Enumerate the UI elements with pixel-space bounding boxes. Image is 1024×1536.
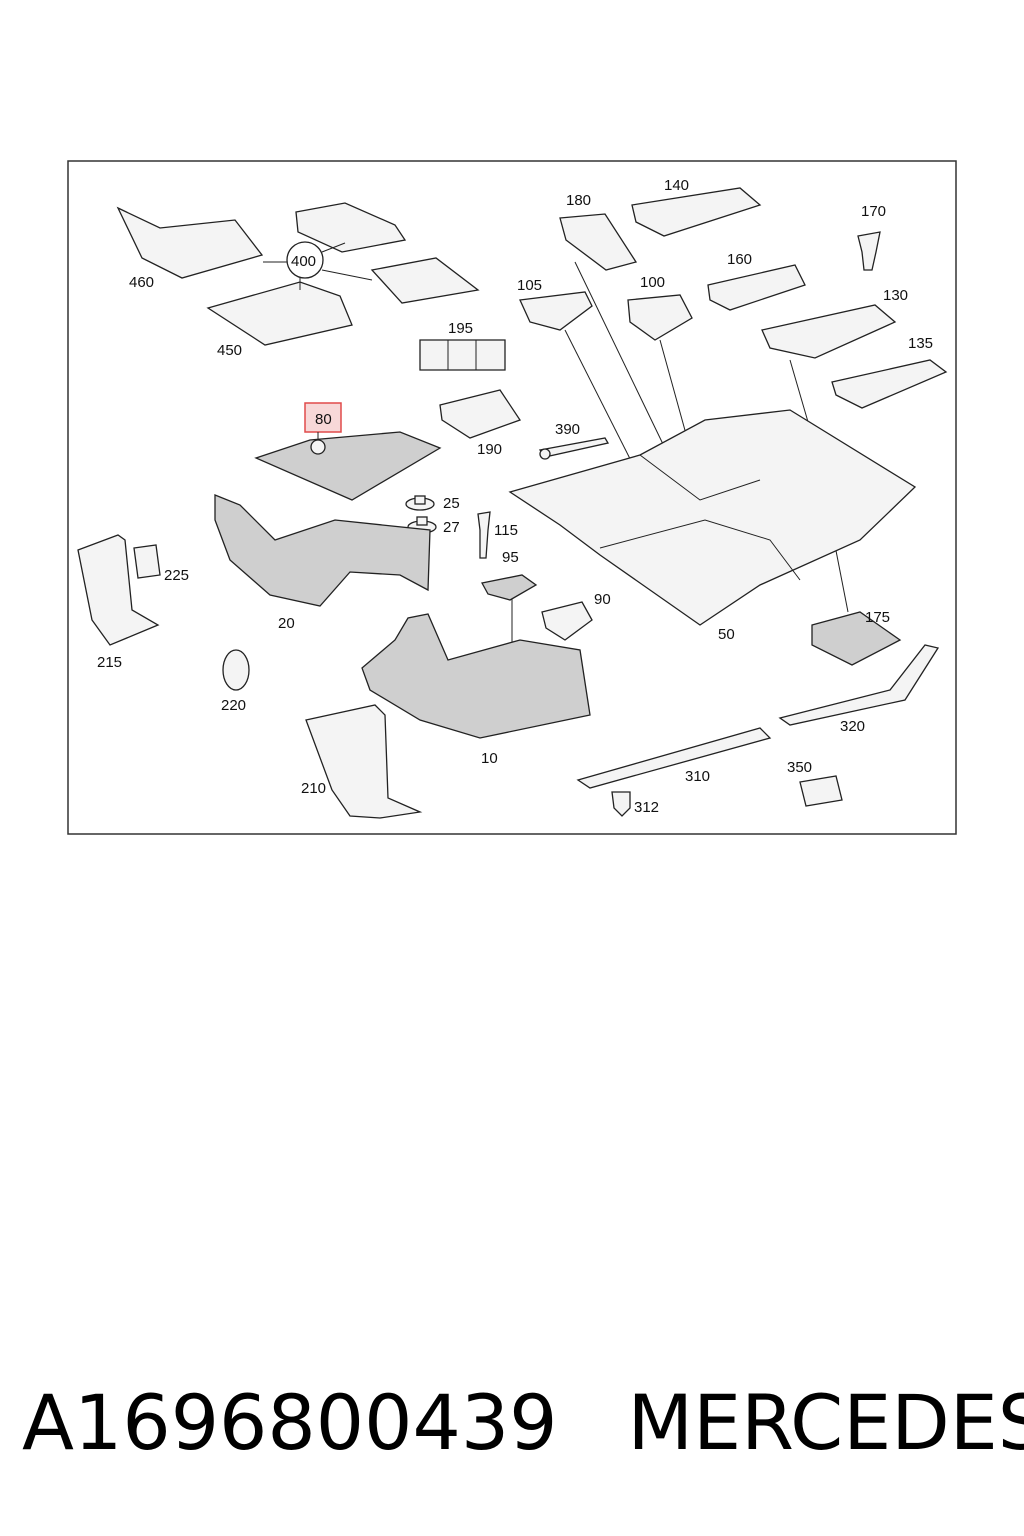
trunk-cover-group	[254, 402, 442, 501]
label-450: 450	[217, 342, 242, 359]
label-115: 115	[494, 522, 518, 539]
part-50-main-floor	[508, 409, 917, 626]
part-220-grommet	[222, 649, 250, 691]
label-10: 10	[481, 750, 498, 767]
label-190: 190	[477, 441, 502, 458]
label-320: 320	[840, 718, 865, 735]
part-number: A1696800439	[22, 1378, 558, 1467]
part-175-box	[811, 611, 902, 666]
part-20-trunk-tub	[214, 494, 431, 607]
label-310: 310	[685, 768, 710, 785]
sill-strips	[576, 644, 940, 817]
label-25: 25	[443, 495, 460, 512]
label-80: 80	[315, 411, 332, 428]
part-130-tray	[761, 304, 897, 359]
part-135-tray	[831, 359, 948, 409]
label-140: 140	[664, 177, 689, 194]
callout-labels: 460 400 450 180 140 170 105 100 160 130 …	[97, 177, 933, 816]
label-160: 160	[727, 251, 752, 268]
part-170-clip	[857, 231, 881, 271]
label-225: 225	[164, 567, 189, 584]
part-10-front-floor	[361, 613, 591, 739]
floor-mats	[116, 202, 480, 346]
label-20: 20	[278, 615, 295, 632]
part-95-holder	[481, 574, 538, 601]
part-350-bracket	[799, 775, 843, 807]
part-210-trim	[305, 704, 423, 819]
label-105: 105	[517, 277, 542, 294]
label-210: 210	[301, 780, 326, 797]
label-180: 180	[566, 192, 591, 209]
parts-diagram: 460 400 450 180 140 170 105 100 160 130 …	[67, 160, 957, 835]
callout-circle-400	[286, 241, 324, 279]
part-80-cover	[254, 431, 442, 501]
brand-name: MERCEDES	[627, 1378, 1024, 1467]
part-180-bracket	[559, 213, 638, 271]
part-160-tray	[707, 264, 806, 311]
part-310-strip	[576, 727, 772, 789]
label-460: 460	[129, 274, 154, 291]
label-135: 135	[908, 335, 933, 352]
highlight-box-80	[304, 402, 342, 433]
part-190-cover	[439, 389, 522, 439]
label-350: 350	[787, 759, 812, 776]
label-130: 130	[883, 287, 908, 304]
floor-mat-rear-left	[295, 202, 407, 253]
label-27: 27	[443, 519, 460, 536]
label-312: 312	[634, 799, 659, 816]
label-215: 215	[97, 654, 122, 671]
label-390: 390	[555, 421, 580, 438]
part-100-holder	[627, 294, 693, 341]
part-320-strip	[778, 644, 940, 726]
label-195: 195	[448, 320, 473, 337]
label-175: 175	[865, 609, 890, 626]
part-195-label	[419, 339, 506, 371]
footer-caption: A1696800439 MERCEDES	[22, 1368, 1024, 1478]
side-panels	[77, 534, 250, 691]
floor-mat-450	[206, 281, 353, 346]
label-400: 400	[291, 253, 316, 270]
part-140-tray	[631, 187, 762, 237]
part-215-panel	[77, 534, 160, 646]
part-105-holder	[519, 291, 593, 331]
label-50: 50	[718, 626, 735, 643]
label-170: 170	[861, 203, 886, 220]
label-90: 90	[594, 591, 611, 608]
floor-mat-rear-right	[370, 257, 480, 304]
label-95: 95	[502, 549, 519, 566]
floor-mat-460	[116, 206, 264, 279]
part-312-clip	[611, 791, 631, 817]
label-100: 100	[640, 274, 665, 291]
label-220: 220	[221, 697, 246, 714]
upper-components	[419, 187, 948, 460]
part-90-holder	[541, 601, 593, 641]
part-225-bracket	[133, 544, 161, 579]
